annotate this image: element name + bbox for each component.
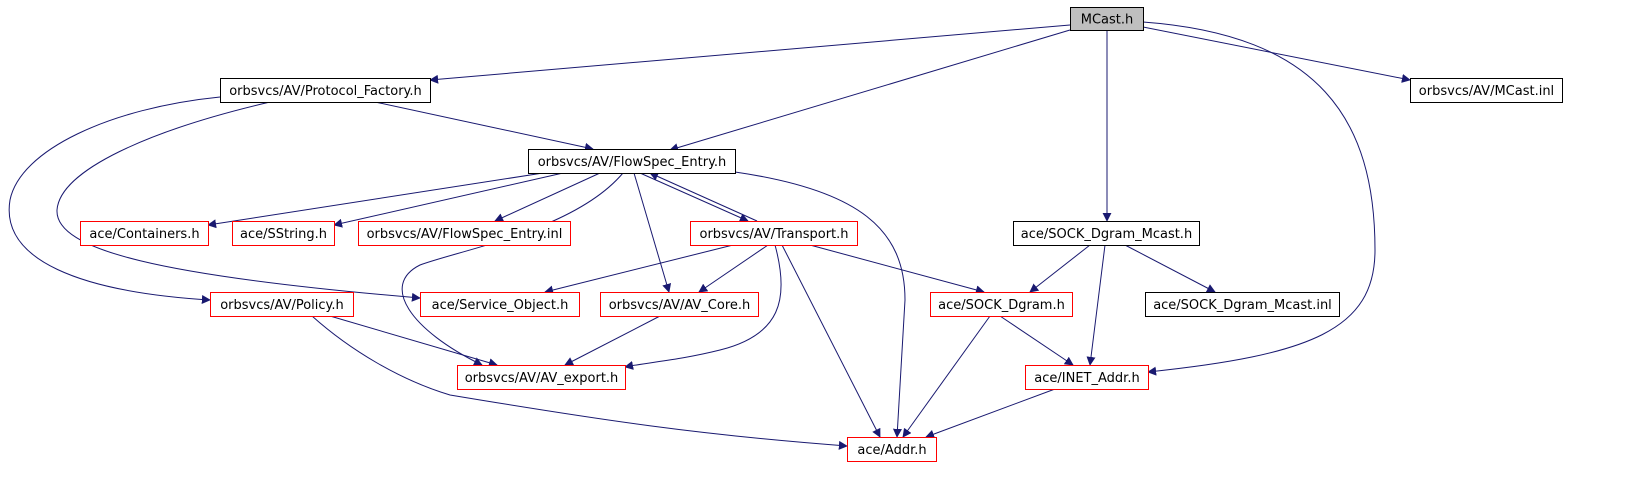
- node-box: [930, 292, 1073, 317]
- node-box: [690, 221, 858, 246]
- node-label: MCast.h: [1081, 13, 1134, 28]
- edge-flowspec-entry-h-to-flowspec-entry-inl: [494, 172, 601, 222]
- node-flowspec-entry-h[interactable]: orbsvcs/AV/FlowSpec_Entry.h: [528, 149, 736, 174]
- node-box: [1025, 365, 1149, 390]
- node-sock-dgram-h[interactable]: ace/SOCK_Dgram.h: [930, 292, 1073, 317]
- node-box: [600, 292, 759, 317]
- node-box: [847, 437, 937, 462]
- node-box: [1145, 292, 1340, 317]
- node-box: [457, 365, 626, 390]
- node-av-core-h[interactable]: orbsvcs/AV/AV_Core.h: [600, 292, 759, 317]
- edge-transport-h-to-av-core-h: [698, 244, 769, 293]
- node-box: [1070, 7, 1144, 31]
- edge-av-core-h-to-av-export-h: [564, 315, 661, 366]
- edge-transport-h-to-service-object-h: [544, 244, 734, 295]
- node-box: [220, 78, 431, 103]
- node-inet-addr-h[interactable]: ace/INET_Addr.h: [1025, 365, 1149, 390]
- edge-mcast-h-to-inet-addr-h: [1142, 21, 1376, 376]
- edge-protocol-factory-h-to-policy-h: [8, 96, 221, 304]
- node-label: ace/SOCK_Dgram_Mcast.h: [1021, 227, 1192, 242]
- edge-sock-dgram-h-to-inet-addr-h: [999, 315, 1074, 366]
- node-box: [358, 221, 571, 246]
- node-flowspec-entry-inl[interactable]: orbsvcs/AV/FlowSpec_Entry.inl: [358, 221, 571, 246]
- edge-flowspec-entry-h-to-transport-h: [639, 172, 749, 222]
- node-sstring-h[interactable]: ace/SString.h: [232, 221, 335, 246]
- edge-sock-dgram-h-to-addr-h: [902, 315, 991, 438]
- node-label: orbsvcs/AV/Protocol_Factory.h: [229, 84, 422, 99]
- edge-transport-h-to-av-export-h: [624, 244, 782, 370]
- edge-flowspec-entry-h-to-sstring-h: [333, 172, 564, 228]
- node-label: orbsvcs/AV/Policy.h: [220, 298, 344, 313]
- edge-sock-dgram-mcast-h-to-sock-dgram-h: [1029, 244, 1091, 293]
- node-transport-h[interactable]: orbsvcs/AV/Transport.h: [690, 221, 858, 246]
- edge-sock-dgram-mcast-h-to-inet-addr-h: [1086, 244, 1106, 366]
- edge-inet-addr-h-to-addr-h: [925, 388, 1056, 439]
- node-box: [420, 292, 580, 317]
- edge-protocol-factory-h-to-service-object-h: [56, 101, 421, 302]
- node-label: orbsvcs/AV/AV_export.h: [465, 371, 619, 386]
- node-service-object-h[interactable]: ace/Service_Object.h: [420, 292, 580, 317]
- edge-mcast-h-to-mcast-inl: [1142, 26, 1411, 83]
- node-box: [210, 292, 354, 317]
- node-sock-dgram-mcast-h[interactable]: ace/SOCK_Dgram_Mcast.h: [1013, 221, 1200, 246]
- edge-flowspec-entry-h-to-av-export-h: [401, 172, 624, 366]
- node-box: [1013, 221, 1200, 246]
- node-containers-h[interactable]: ace/Containers.h: [80, 221, 209, 246]
- edge-protocol-factory-h-to-flowspec-entry-h: [374, 101, 594, 152]
- node-addr-h[interactable]: ace/Addr.h: [847, 437, 937, 462]
- node-sock-dgram-mcast-inl[interactable]: ace/SOCK_Dgram_Mcast.inl: [1145, 292, 1340, 317]
- node-label: orbsvcs/AV/FlowSpec_Entry.inl: [367, 227, 563, 242]
- node-box: [232, 221, 335, 246]
- edge-mcast-h-to-flowspec-entry-h: [669, 29, 1071, 152]
- edge-policy-h-to-addr-h: [311, 315, 848, 450]
- node-label: orbsvcs/AV/MCast.inl: [1419, 84, 1554, 99]
- node-label: orbsvcs/AV/AV_Core.h: [609, 298, 751, 313]
- node-protocol-factory-h[interactable]: orbsvcs/AV/Protocol_Factory.h: [220, 78, 431, 103]
- node-label: ace/Containers.h: [89, 227, 199, 242]
- node-label: ace/Service_Object.h: [432, 298, 569, 313]
- edge-flowspec-entry-h-to-containers-h: [207, 172, 544, 229]
- node-label: orbsvcs/AV/FlowSpec_Entry.h: [538, 155, 727, 170]
- node-mcast-h: MCast.h: [1070, 7, 1144, 31]
- node-label: ace/SOCK_Dgram_Mcast.inl: [1153, 298, 1332, 313]
- node-policy-h[interactable]: orbsvcs/AV/Policy.h: [210, 292, 354, 317]
- edge-flowspec-entry-h-to-addr-h: [734, 171, 906, 438]
- edge-flowspec-entry-h-to-av-core-h: [633, 172, 672, 293]
- edge-sock-dgram-mcast-h-to-sock-dgram-mcast-inl: [1124, 244, 1216, 293]
- edge-policy-h-to-av-export-h: [329, 315, 498, 368]
- node-label: ace/INET_Addr.h: [1034, 371, 1139, 386]
- node-label: ace/Addr.h: [857, 443, 926, 458]
- edge-transport-h-to-flowspec-entry-h: [649, 172, 758, 222]
- node-box: [80, 221, 209, 246]
- node-label: ace/SOCK_Dgram.h: [938, 298, 1065, 313]
- node-av-export-h[interactable]: orbsvcs/AV/AV_export.h: [457, 365, 626, 390]
- edge-mcast-h-to-protocol-factory-h: [429, 24, 1071, 84]
- node-box: [528, 149, 736, 174]
- node-label: ace/SString.h: [240, 227, 327, 242]
- node-label: orbsvcs/AV/Transport.h: [699, 227, 848, 242]
- node-mcast-inl[interactable]: orbsvcs/AV/MCast.inl: [1410, 78, 1563, 103]
- node-box: [1410, 78, 1563, 103]
- edges: [8, 21, 1411, 450]
- edge-transport-h-to-sock-dgram-h: [809, 244, 985, 295]
- edge-transport-h-to-addr-h: [781, 244, 881, 438]
